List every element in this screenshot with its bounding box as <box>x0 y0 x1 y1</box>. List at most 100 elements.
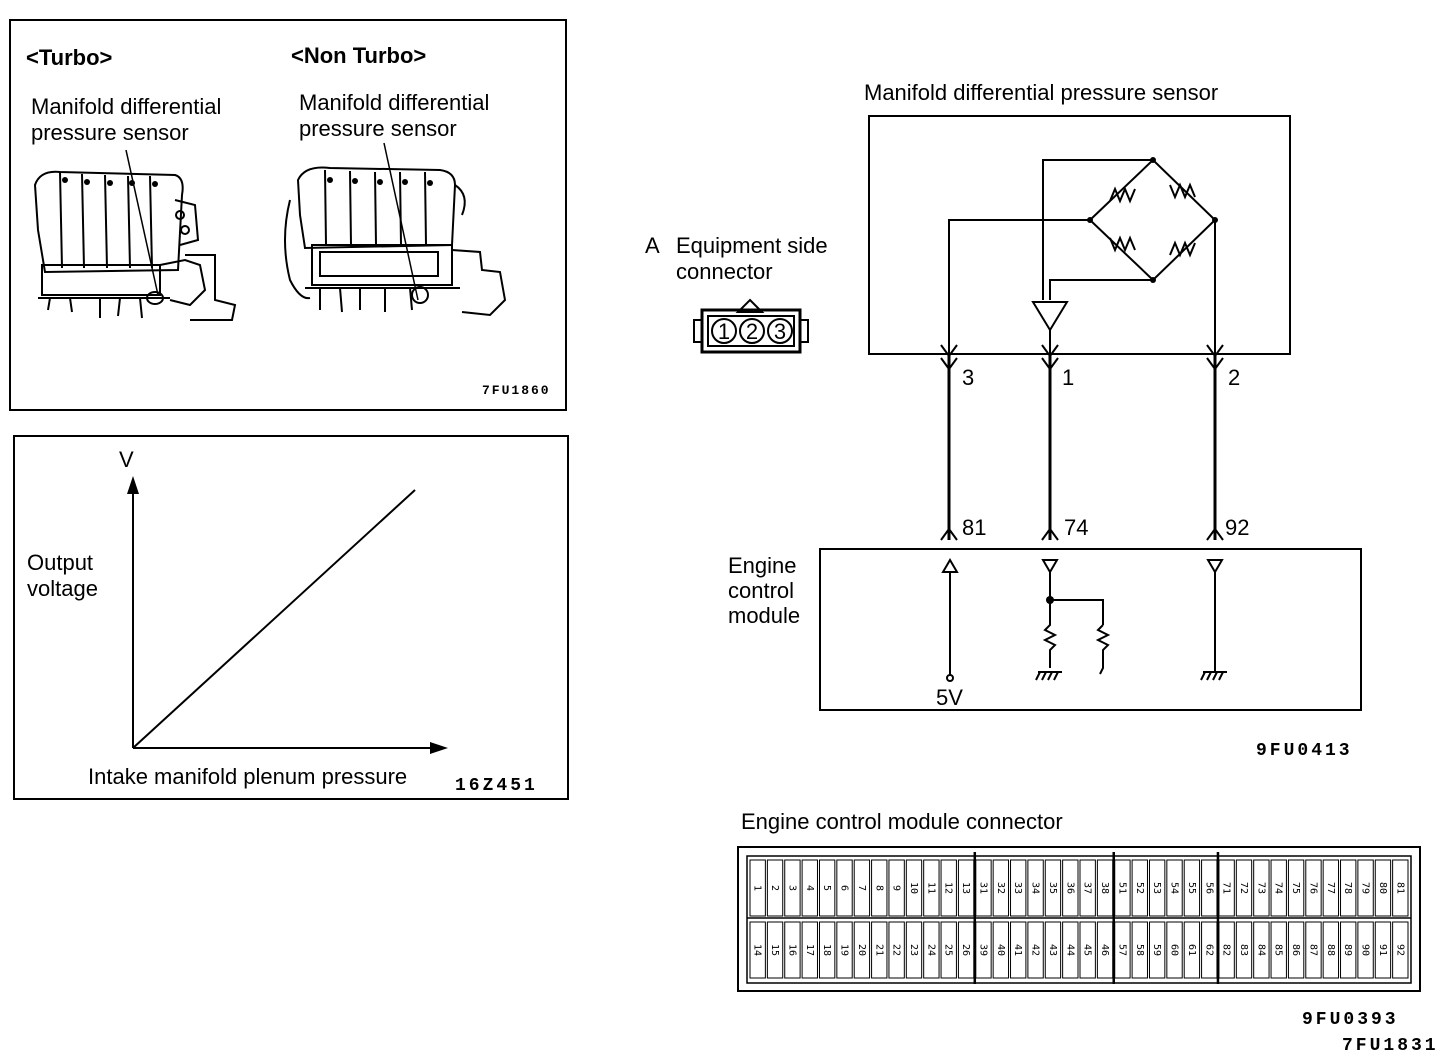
ecm-pin-top-cell <box>1131 859 1148 917</box>
ecm-pin-bottom-cell <box>1148 921 1166 979</box>
ecm-pin-bottom-89: 89 <box>1342 944 1353 956</box>
ecm-pin-bottom-83: 83 <box>1238 944 1249 956</box>
ecm-label-line1: Engine <box>728 553 797 578</box>
sensor-pin-1-label: 1 <box>1062 365 1075 390</box>
ecm-pin-top-55: 55 <box>1186 882 1197 894</box>
circuit-code: 9FU0413 <box>1256 741 1353 761</box>
ecm-pin-bottom-cell <box>871 921 888 979</box>
ecm-pin-top-cell <box>1392 859 1409 917</box>
turbo-intake-manifold-illustration <box>33 149 237 321</box>
supply-voltage-label: 5V <box>936 685 963 710</box>
ecm-pin-bottom-cell <box>749 921 766 979</box>
ecm-pin-bottom-41: 41 <box>1012 944 1023 956</box>
ecm-pin-bottom-44: 44 <box>1064 944 1075 956</box>
ecm-pin-bottom-20: 20 <box>856 944 867 956</box>
x-axis-arrow <box>430 742 448 754</box>
connector-pin-3: 3 <box>774 319 786 344</box>
ecm-pin-top-cell <box>784 859 801 917</box>
ecm-pin-bottom-46: 46 <box>1099 944 1110 956</box>
ecm-pin-bottom-22: 22 <box>891 944 902 956</box>
sensor-title: Manifold differential pressure sensor <box>864 80 1219 105</box>
ecm-pin-top-cell <box>1044 859 1062 917</box>
ecm-pin-bottom-cell <box>801 921 818 979</box>
ecm-pin-bottom-19: 19 <box>839 944 850 956</box>
ecm-pin-bottom-62: 62 <box>1203 944 1214 956</box>
ecm-pin-bottom-cell <box>1253 921 1270 979</box>
ecm-pin-bottom-23: 23 <box>908 944 919 956</box>
ecm-pin-top-56: 56 <box>1203 882 1214 894</box>
output-voltage-graph <box>127 476 448 754</box>
ecm-pin-92-label: 92 <box>1225 515 1250 540</box>
ecm-pin-bottom-cell <box>766 921 784 979</box>
ecm-pin-top-cell <box>1079 859 1096 917</box>
ecm-pin-bottom-92: 92 <box>1394 944 1405 956</box>
ecm-pin-top-3: 3 <box>786 885 797 891</box>
ecm-pin-top-cell <box>801 859 818 917</box>
ecm-pin-bottom-cell <box>992 921 1010 979</box>
ecm-connector-face: 1142153164175186197208219221023112412251… <box>737 846 1421 992</box>
ecm-pin-top-cell <box>1374 859 1392 917</box>
ecm-pin-bottom-cell <box>1322 921 1340 979</box>
ecm-pin-bottom-cell <box>888 921 905 979</box>
y-axis-unit-label: V <box>119 447 134 472</box>
ecm-pin-top-5: 5 <box>821 885 832 891</box>
nonturbo-leader-line <box>383 142 419 301</box>
ecm-pin-bottom-cell <box>1270 921 1287 979</box>
ecm-pin-bottom-24: 24 <box>925 944 936 956</box>
ecm-pin-top-75: 75 <box>1290 882 1301 894</box>
ecm-pin-bottom-cell <box>905 921 923 979</box>
ecm-pin-bottom-cell <box>1183 921 1201 979</box>
ecm-pin-bottom-cell <box>818 921 836 979</box>
turbo-leader-line <box>125 149 159 296</box>
connector-pin-1: 1 <box>718 319 730 344</box>
ecm-pin-top-8: 8 <box>873 885 884 891</box>
ecm-pin-top-cell <box>836 859 853 917</box>
y-axis-title-line1: Output <box>27 550 94 575</box>
output-voltage-graph-panel <box>13 435 569 800</box>
ecm-pin-bottom-26: 26 <box>960 944 971 956</box>
ecm-pin-top-38: 38 <box>1099 882 1110 894</box>
ecm-pin-top-cell <box>1148 859 1166 917</box>
ecm-pin-bottom-57: 57 <box>1116 944 1127 956</box>
ecm-pin-top-31: 31 <box>977 882 988 894</box>
ecm-pin-top-cell <box>1270 859 1287 917</box>
ecm-pin-top-53: 53 <box>1151 882 1162 894</box>
ecm-pin-top-76: 76 <box>1307 882 1318 894</box>
ecm-pin-bottom-15: 15 <box>769 944 780 956</box>
ecm-pin-top-cell <box>853 859 871 917</box>
ecm-pin-bottom-cell <box>1305 921 1322 979</box>
ecm-pin-top-54: 54 <box>1169 882 1180 894</box>
ecm-pin-top-81: 81 <box>1394 882 1405 894</box>
nonturbo-sensor-label-line1: Manifold differential <box>299 90 490 115</box>
ecm-pin-bottom-90: 90 <box>1360 944 1371 956</box>
ecm-pin-top-10: 10 <box>908 882 919 894</box>
ecm-pin-bottom-43: 43 <box>1047 944 1058 956</box>
equipment-side-connector: 1 2 3 <box>693 298 809 354</box>
ecm-pin-bottom-cell <box>1079 921 1096 979</box>
ecm-pin-bottom-58: 58 <box>1134 944 1145 956</box>
ecm-pin-bottom-cell <box>923 921 940 979</box>
ecm-pin-bottom-cell <box>1131 921 1148 979</box>
ecm-pin-bottom-17: 17 <box>804 944 815 956</box>
ecm-pin-top-cell <box>1027 859 1044 917</box>
ecm-pin-bottom-42: 42 <box>1030 944 1041 956</box>
connector-label-line2: connector <box>676 259 773 284</box>
ecm-label-line2: control <box>728 578 795 603</box>
turbo-sensor-label-line2: pressure sensor <box>31 120 189 145</box>
ecm-pin-top-cell <box>1357 859 1374 917</box>
ecm-pin-bottom-60: 60 <box>1169 944 1180 956</box>
ecm-pin-top-cell <box>923 859 940 917</box>
connector-pin-2: 2 <box>746 319 758 344</box>
ecm-pin-bottom-84: 84 <box>1255 944 1266 956</box>
connector-label-line1: Equipment side <box>676 233 828 258</box>
ecm-pin-top-cell <box>766 859 784 917</box>
nonturbo-sensor-label-line2: pressure sensor <box>299 116 457 141</box>
ecm-pin-bottom-cell <box>836 921 853 979</box>
ecm-pin-top-cell <box>905 859 923 917</box>
ecm-pin-81-label: 81 <box>962 515 987 540</box>
ecm-pin-top-36: 36 <box>1064 882 1075 894</box>
ecm-pin-top-4: 4 <box>804 885 815 891</box>
ecm-pin-bottom-16: 16 <box>786 944 797 956</box>
ecm-pin-bottom-cell <box>1357 921 1374 979</box>
